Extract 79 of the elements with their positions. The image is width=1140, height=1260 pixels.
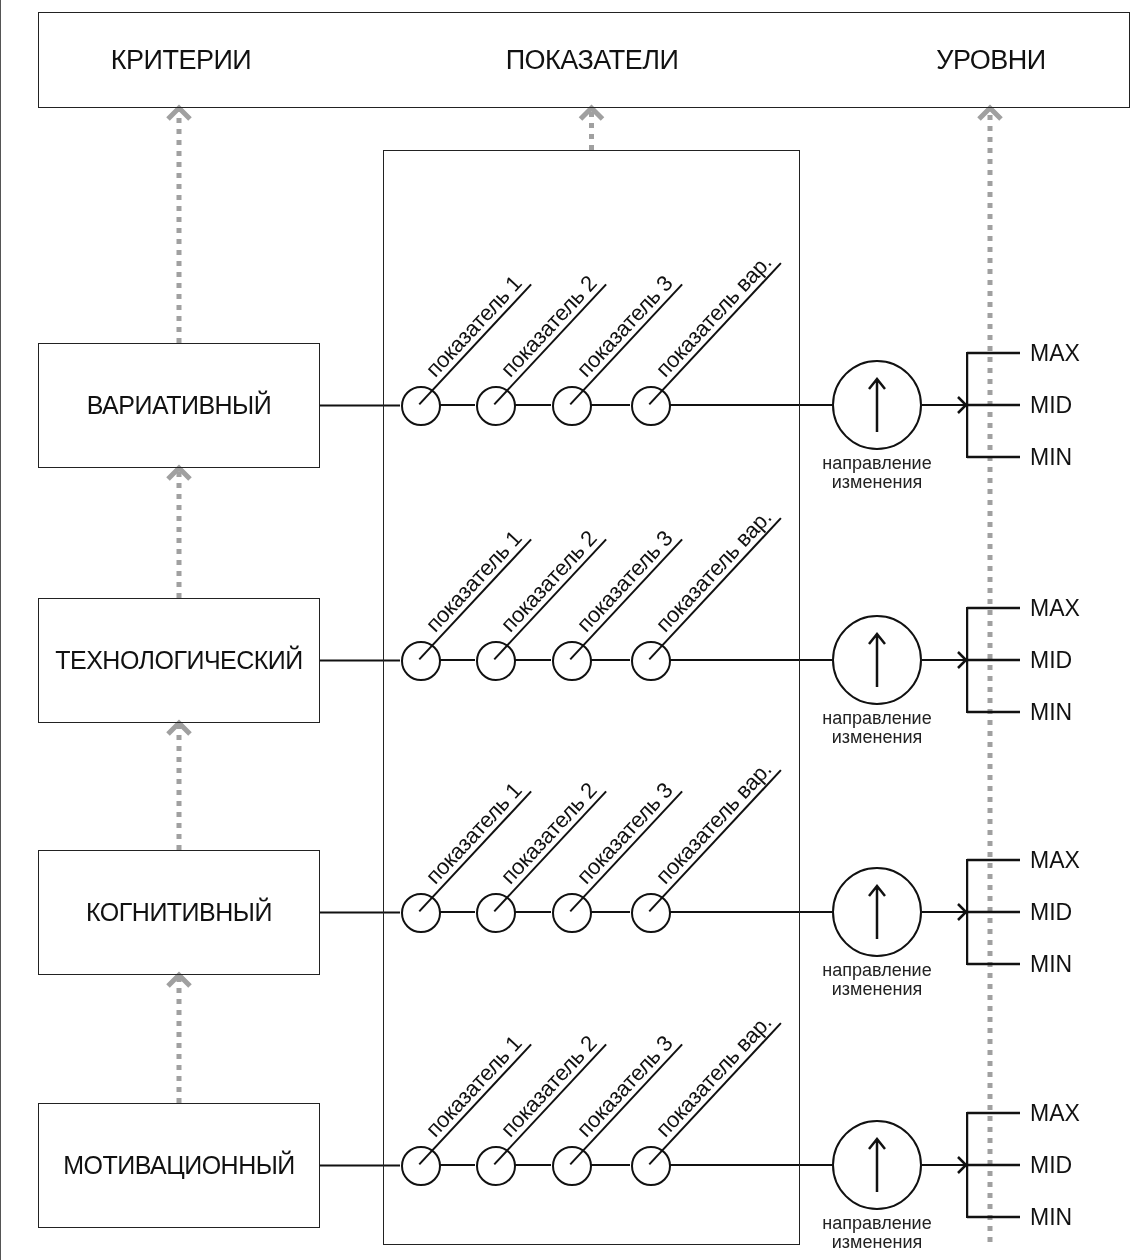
dashed-arrow (165, 105, 193, 343)
indicator-circle (552, 386, 592, 426)
column-heading: ПОКАЗАТЕЛИ (505, 45, 679, 76)
level-label: MIN (1030, 444, 1073, 470)
caption-text: направление изменения (821, 961, 933, 999)
connector-line (514, 404, 552, 406)
indicator-circle (401, 386, 441, 426)
criterion-label: КОГНИТИВНЫЙ (86, 898, 272, 927)
connector-line (590, 659, 631, 661)
arrow (921, 1155, 968, 1175)
level-label: MID (1030, 647, 1073, 673)
connector-line (590, 1164, 631, 1166)
direction-circle (832, 360, 922, 450)
dashed-arrow (165, 720, 193, 850)
indicator-circle (552, 1146, 592, 1186)
criterion-label: ТЕХНОЛОГИЧЕСКИЙ (55, 646, 303, 675)
connector-line (669, 659, 833, 661)
indicator-circle (552, 641, 592, 681)
caption-text: направление изменения (821, 454, 933, 492)
level-label: MAX (1030, 340, 1080, 366)
connector-line (319, 659, 401, 662)
criterion-box (38, 598, 320, 723)
level-label: MAX (1030, 1100, 1080, 1126)
level-label: MIN (1030, 699, 1073, 725)
connector-line (514, 911, 552, 913)
connector-line (319, 1164, 401, 1167)
criterion-label: ВАРИАТИВНЫЙ (86, 391, 272, 420)
connector-line (669, 1164, 833, 1166)
connector-line (590, 404, 631, 406)
indicator-circle (476, 641, 516, 681)
indicator-circle (476, 386, 516, 426)
direction-circle (832, 1120, 922, 1210)
connector-line (669, 911, 833, 913)
connector-line (319, 404, 401, 407)
dashed-arrow (165, 972, 193, 1103)
column-heading: УРОВНИ (936, 45, 1046, 76)
connector-line (590, 911, 631, 913)
indicator-circle (401, 641, 441, 681)
criterion-box (38, 343, 320, 468)
heading-box (38, 12, 1130, 108)
indicator-circle (476, 1146, 516, 1186)
level-label: MID (1030, 899, 1073, 925)
connector-line (439, 1164, 476, 1166)
indicator-panel (383, 150, 800, 1245)
dashed-arrow (976, 105, 1004, 1242)
arrow (921, 902, 968, 922)
level-label: MAX (1030, 847, 1080, 873)
arrow (921, 650, 968, 670)
caption-text: направление изменения (821, 709, 933, 747)
level-label: MIN (1030, 1204, 1073, 1230)
indicator-circle (401, 1146, 441, 1186)
level-label: MIN (1030, 951, 1073, 977)
direction-circle (832, 615, 922, 705)
indicator-circle (631, 386, 671, 426)
connector-line (439, 404, 476, 406)
caption-text: направление изменения (821, 1214, 933, 1252)
dashed-arrow (578, 105, 605, 150)
column-heading: КРИТЕРИИ (110, 45, 252, 76)
connector-line (319, 911, 401, 914)
connector-line (439, 659, 476, 661)
criterion-label: МОТИВАЦИОННЫЙ (63, 1151, 295, 1180)
dashed-arrow (165, 465, 193, 598)
level-label: MID (1030, 392, 1073, 418)
level-label: MID (1030, 1152, 1073, 1178)
indicator-circle (401, 893, 441, 933)
indicator-circle (631, 641, 671, 681)
indicator-circle (476, 893, 516, 933)
indicator-circle (552, 893, 592, 933)
criterion-box (38, 850, 320, 975)
level-label: MAX (1030, 595, 1080, 621)
connector-line (514, 1164, 552, 1166)
arrow (921, 395, 968, 415)
indicator-circle (631, 893, 671, 933)
connector-line (669, 404, 833, 406)
direction-circle (832, 867, 922, 957)
connector-line (514, 659, 552, 661)
indicator-circle (631, 1146, 671, 1186)
criterion-box (38, 1103, 320, 1228)
connector-line (439, 911, 476, 913)
